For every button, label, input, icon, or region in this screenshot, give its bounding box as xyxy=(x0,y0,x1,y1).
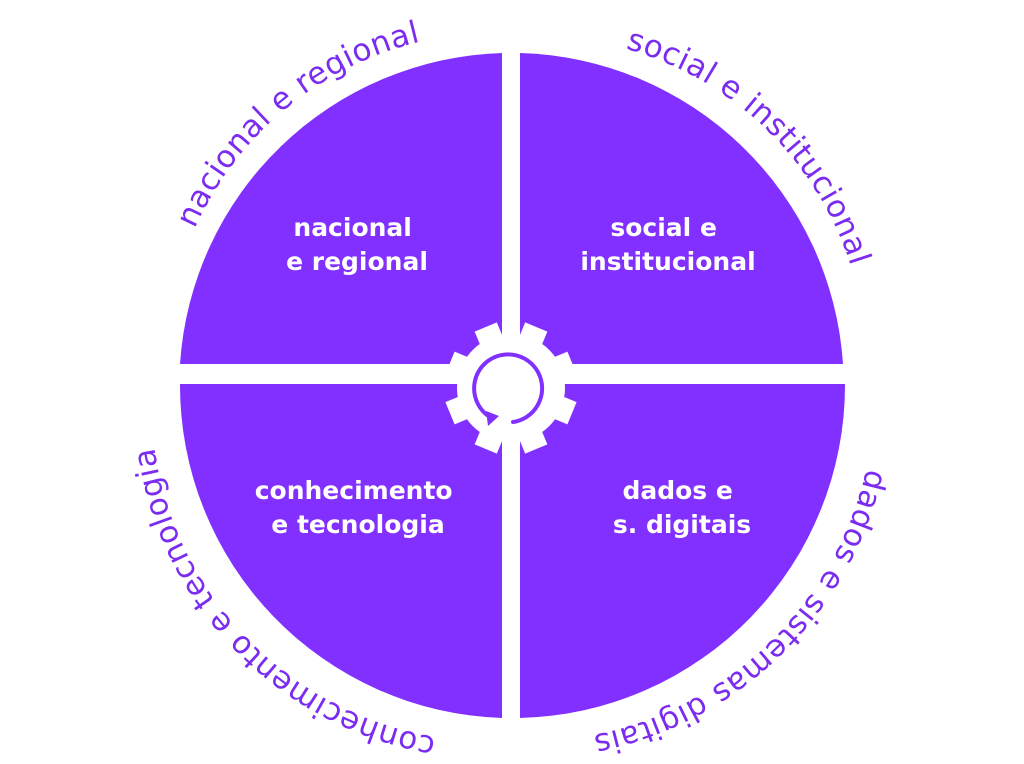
quadrant-ne-label: social e institucional xyxy=(580,213,755,276)
quadrant-sw-line-1: conhecimento xyxy=(255,476,453,505)
refresh-arrowhead-icon xyxy=(486,411,499,426)
gear-refresh-icon xyxy=(445,322,577,454)
quadrant-sw-line-2: e tecnologia xyxy=(271,510,444,539)
quadrant-sw xyxy=(179,384,503,718)
quadrant-nw xyxy=(180,53,502,364)
quadrant-ne-line-2: institucional xyxy=(580,247,755,276)
quadrant-se-line-1: dados e xyxy=(622,476,732,505)
quadrant-se-label: dados e s. digitais xyxy=(613,476,751,539)
quadrant-se xyxy=(520,384,846,718)
quadrant-nw-line-2: e regional xyxy=(286,247,428,276)
quadrant-ne-line-1: social e xyxy=(610,213,717,242)
refresh-arrow-icon xyxy=(472,352,545,424)
quadrant-se-line-2: s. digitais xyxy=(613,510,751,539)
quadrant-nw-line-1: nacional xyxy=(293,213,411,242)
quadrant-sw-label: conhecimento e tecnologia xyxy=(255,476,462,539)
quadrant-nw-label: nacional e regional xyxy=(286,213,428,276)
quadrant-ne xyxy=(520,53,843,364)
